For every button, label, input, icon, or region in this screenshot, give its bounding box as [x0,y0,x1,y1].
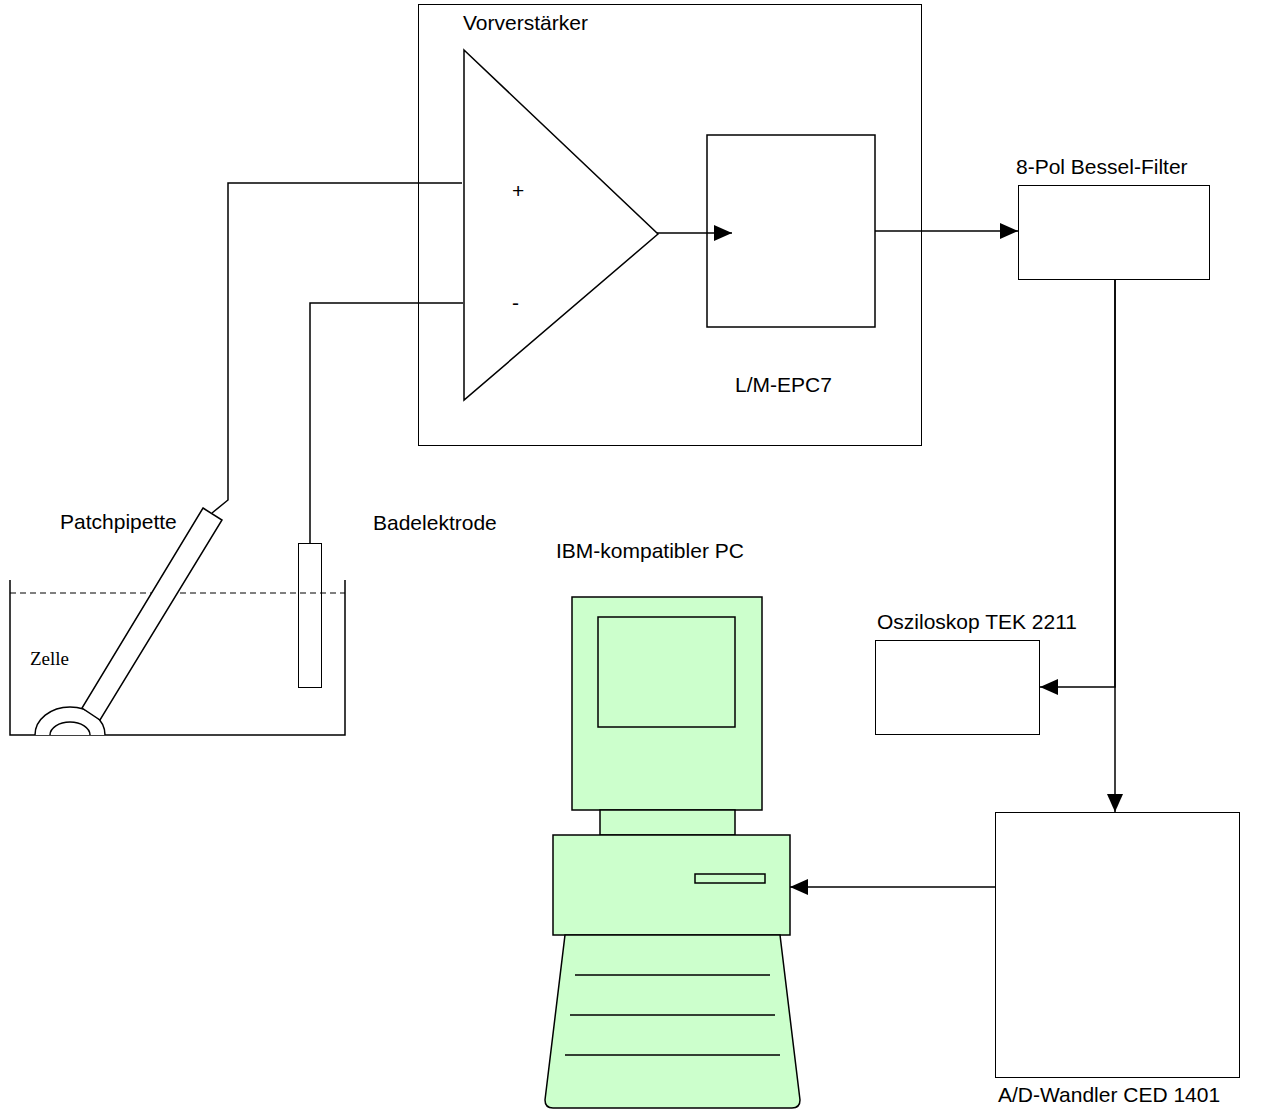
node-label: IBM-kompatibler PC [556,539,744,563]
keyboard [545,935,800,1108]
keyboard-rows [565,975,780,1055]
oscilloscope-box: Osziloskop TEK 2211 [875,640,1040,735]
monitor-neck [600,810,735,835]
output-wire [875,230,922,232]
monitor-case [572,597,762,810]
patch-pipette [82,508,222,720]
node-label: A/D-Wandler CED 1401 [998,1083,1220,1107]
node-label: L/M-EPC7 [735,373,832,397]
node-label: Osziloskop TEK 2211 [877,610,1077,634]
drive-slot [695,874,765,883]
signal-connector [310,303,463,543]
cell-nucleus [50,722,90,735]
opamp-triangle: +- [463,49,659,401]
output-stage-box [707,135,875,327]
opamp-outline [463,49,659,401]
bath-electrode: Badelektrode [298,543,322,688]
adc-box: A/D-Wandler CED 1401 [995,812,1240,1078]
signal-connector [922,230,1018,232]
filter-box: 8-Pol Bessel-Filter [1018,185,1210,280]
input-sign: - [512,291,519,315]
signal-connector [790,886,995,888]
pipette-label: Patchpipette [60,510,177,534]
input-sign: + [512,179,524,203]
bath-outline [10,580,345,735]
node-label: Vorverstärker [463,11,588,35]
computer-case [553,835,790,935]
node-label: 8-Pol Bessel-Filter [1016,155,1188,179]
opamp-shape [464,50,658,400]
amp-output-wire [657,232,732,234]
monitor-screen [598,617,735,727]
amplifier-housing: +-VorverstärkerL/M-EPC7 [418,4,922,446]
cell-label: Zelle [30,647,69,671]
pc-figure: IBM-kompatibler PC [553,595,790,1110]
pipette-wire [212,183,462,513]
node-label: Badelektrode [373,511,497,535]
